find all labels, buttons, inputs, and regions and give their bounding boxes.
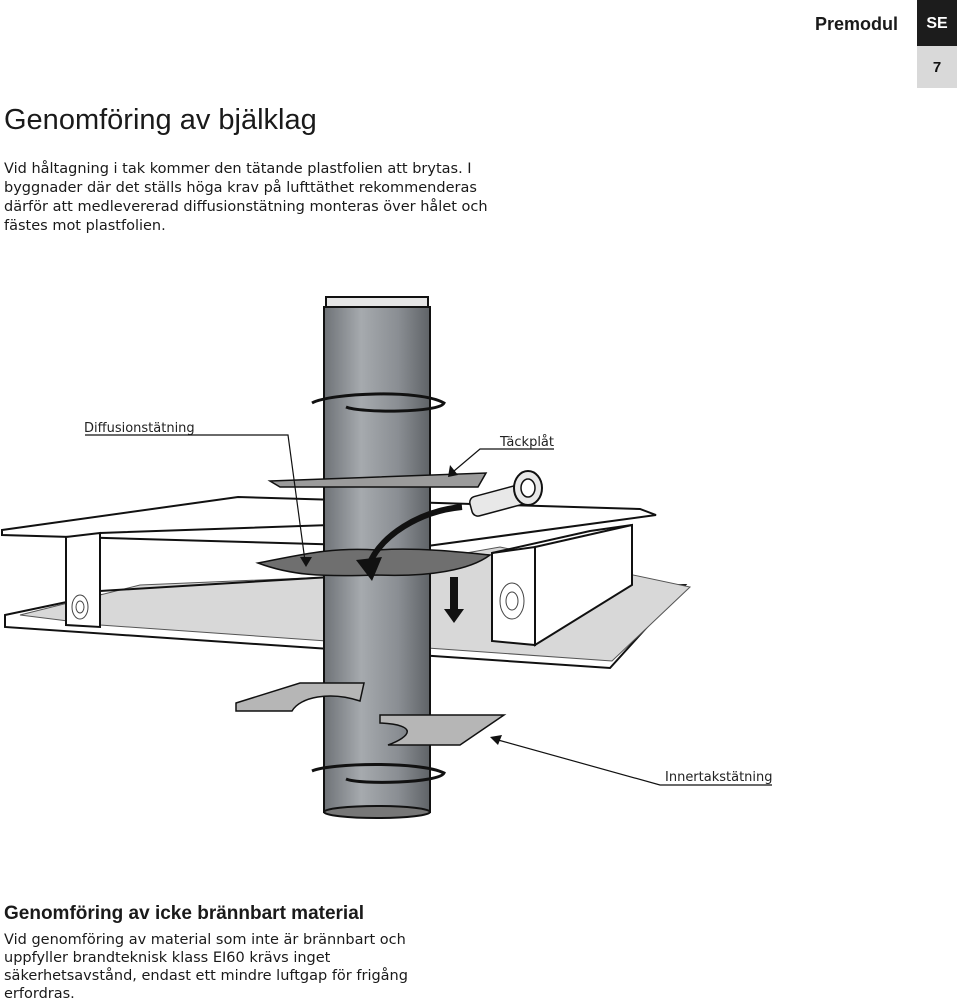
right-joist-end [491,545,536,647]
installation-illustration: Diffusionstätning Täckplåt Innertakstätn… [0,285,960,885]
section-title: Genomföring av bjälklag [4,104,317,136]
ceiling-seal-left [235,682,365,712]
tape-roll-icon [469,470,543,517]
curved-arrow [365,504,463,569]
label-innertakstatning: Innertakstätning [665,770,773,785]
label-diffusionstatning: Diffusionstätning [84,421,195,436]
header-title: Premodul [814,14,898,34]
upper-clip [311,392,446,413]
left-joist-end [65,531,101,629]
label-tackplat: Täckplåt [500,435,554,450]
ceiling-seal-right [379,714,507,746]
illustration-svg [0,296,772,819]
cover-plate [267,472,488,488]
section2-body: Vid genomföring av material som inte är … [4,932,408,1002]
language-badge: SE [917,0,957,48]
down-arrow [450,577,458,611]
lower-clip [311,763,446,784]
section2-title: Genomföring av icke brännbart material [4,903,365,924]
intro-paragraph: Vid håltagning i tak kommer den tätande … [4,161,488,234]
page-number: 7 [917,46,957,88]
